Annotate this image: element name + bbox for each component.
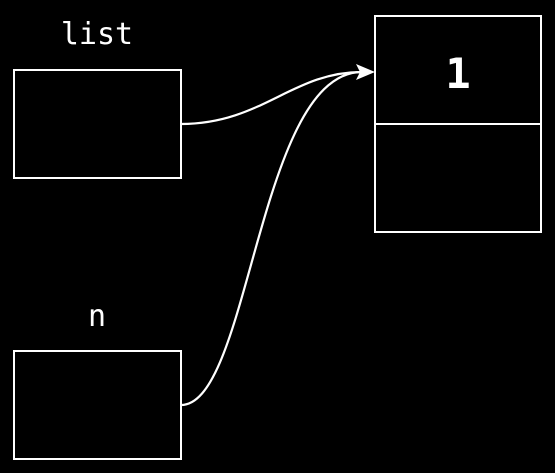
variable-list: list (13, 17, 182, 179)
arrow-n-to-node (180, 70, 363, 407)
arrow-list-to-node (180, 70, 363, 126)
variable-list-label: list (61, 17, 133, 52)
arrow-head-icon (356, 64, 375, 80)
list-node-value: 1 (445, 49, 470, 98)
variable-n-label: n (88, 299, 106, 334)
list-node: 1 (374, 15, 542, 233)
variable-n: n (13, 299, 182, 460)
pointer-arrows (180, 64, 375, 407)
variable-n-box (13, 350, 182, 460)
variable-list-box (13, 69, 182, 179)
